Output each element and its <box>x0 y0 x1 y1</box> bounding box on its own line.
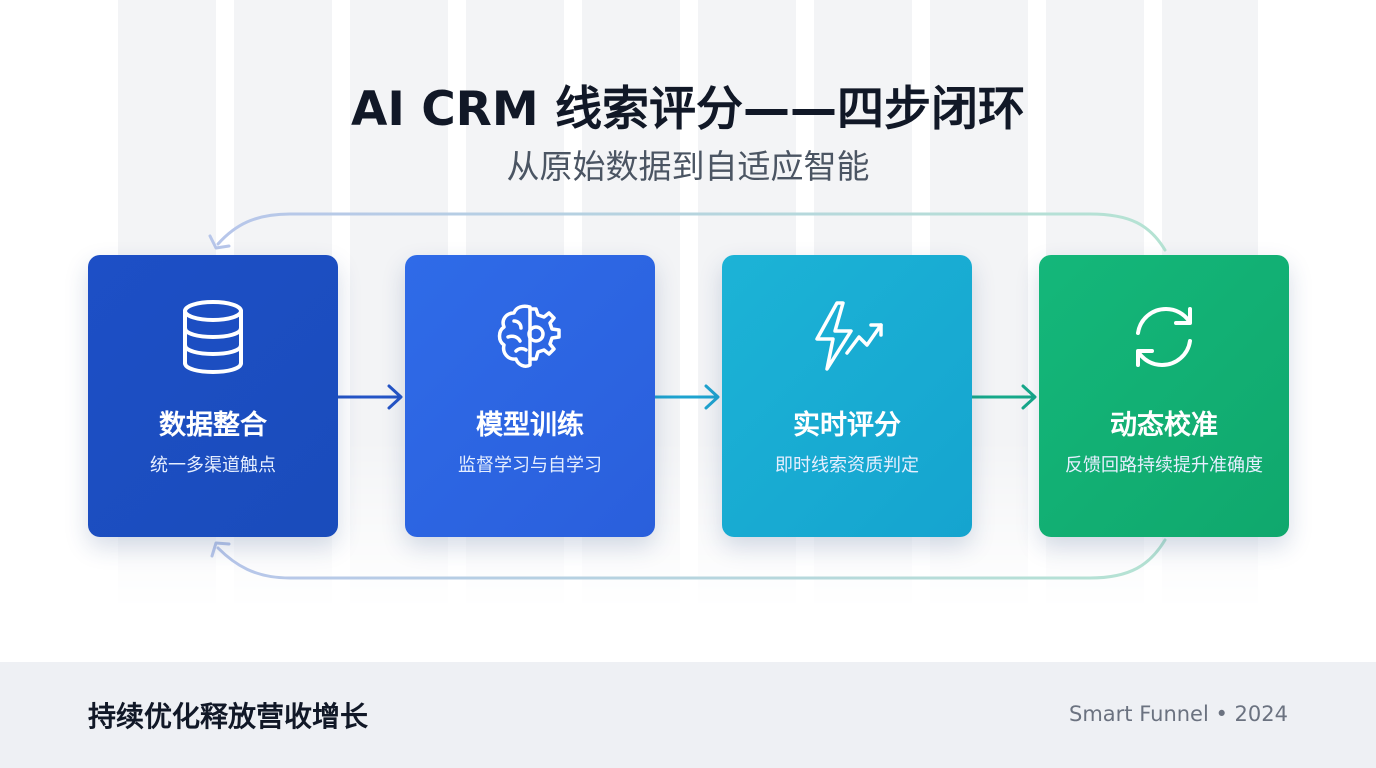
lightning-trend-icon <box>807 297 887 377</box>
refresh-icon <box>1124 297 1204 377</box>
step-title: 模型训练 <box>476 410 584 441</box>
feedback-loop-bottom <box>210 538 1167 580</box>
step-title: 动态校准 <box>1110 410 1218 441</box>
step-description: 监督学习与自学习 <box>458 455 602 476</box>
step-card-dynamic-calibration: 动态校准 反馈回路持续提升准确度 <box>1039 255 1289 537</box>
page-subtitle: 从原始数据到自适应智能 <box>506 147 870 186</box>
page-title: AI CRM 线索评分——四步闭环 <box>350 82 1026 137</box>
step-card-model-training: 模型训练 监督学习与自学习 <box>405 255 655 537</box>
brain-gear-icon <box>490 297 570 377</box>
feedback-loop-top <box>208 212 1167 252</box>
arrow-step1-to-step2 <box>336 384 403 410</box>
step-description: 反馈回路持续提升准确度 <box>1065 455 1263 476</box>
step-description: 统一多渠道触点 <box>150 455 276 476</box>
database-icon <box>173 297 253 377</box>
arrow-step3-to-step4 <box>970 384 1037 410</box>
footer-bar: 持续优化释放营收增长 Smart Funnel • 2024 <box>0 662 1376 768</box>
loop-arrowhead-bottom <box>210 541 231 558</box>
step-description: 即时线索资质判定 <box>775 455 919 476</box>
step-card-realtime-scoring: 实时评分 即时线索资质判定 <box>722 255 972 537</box>
arrow-step2-to-step3 <box>653 384 720 410</box>
step-title: 实时评分 <box>793 410 901 441</box>
footer-credit: Smart Funnel • 2024 <box>1069 702 1288 726</box>
footer-tagline: 持续优化释放营收增长 <box>88 700 369 733</box>
loop-arrowhead-top <box>208 234 231 250</box>
step-title: 数据整合 <box>159 410 267 441</box>
step-card-data-integration: 数据整合 统一多渠道触点 <box>88 255 338 537</box>
